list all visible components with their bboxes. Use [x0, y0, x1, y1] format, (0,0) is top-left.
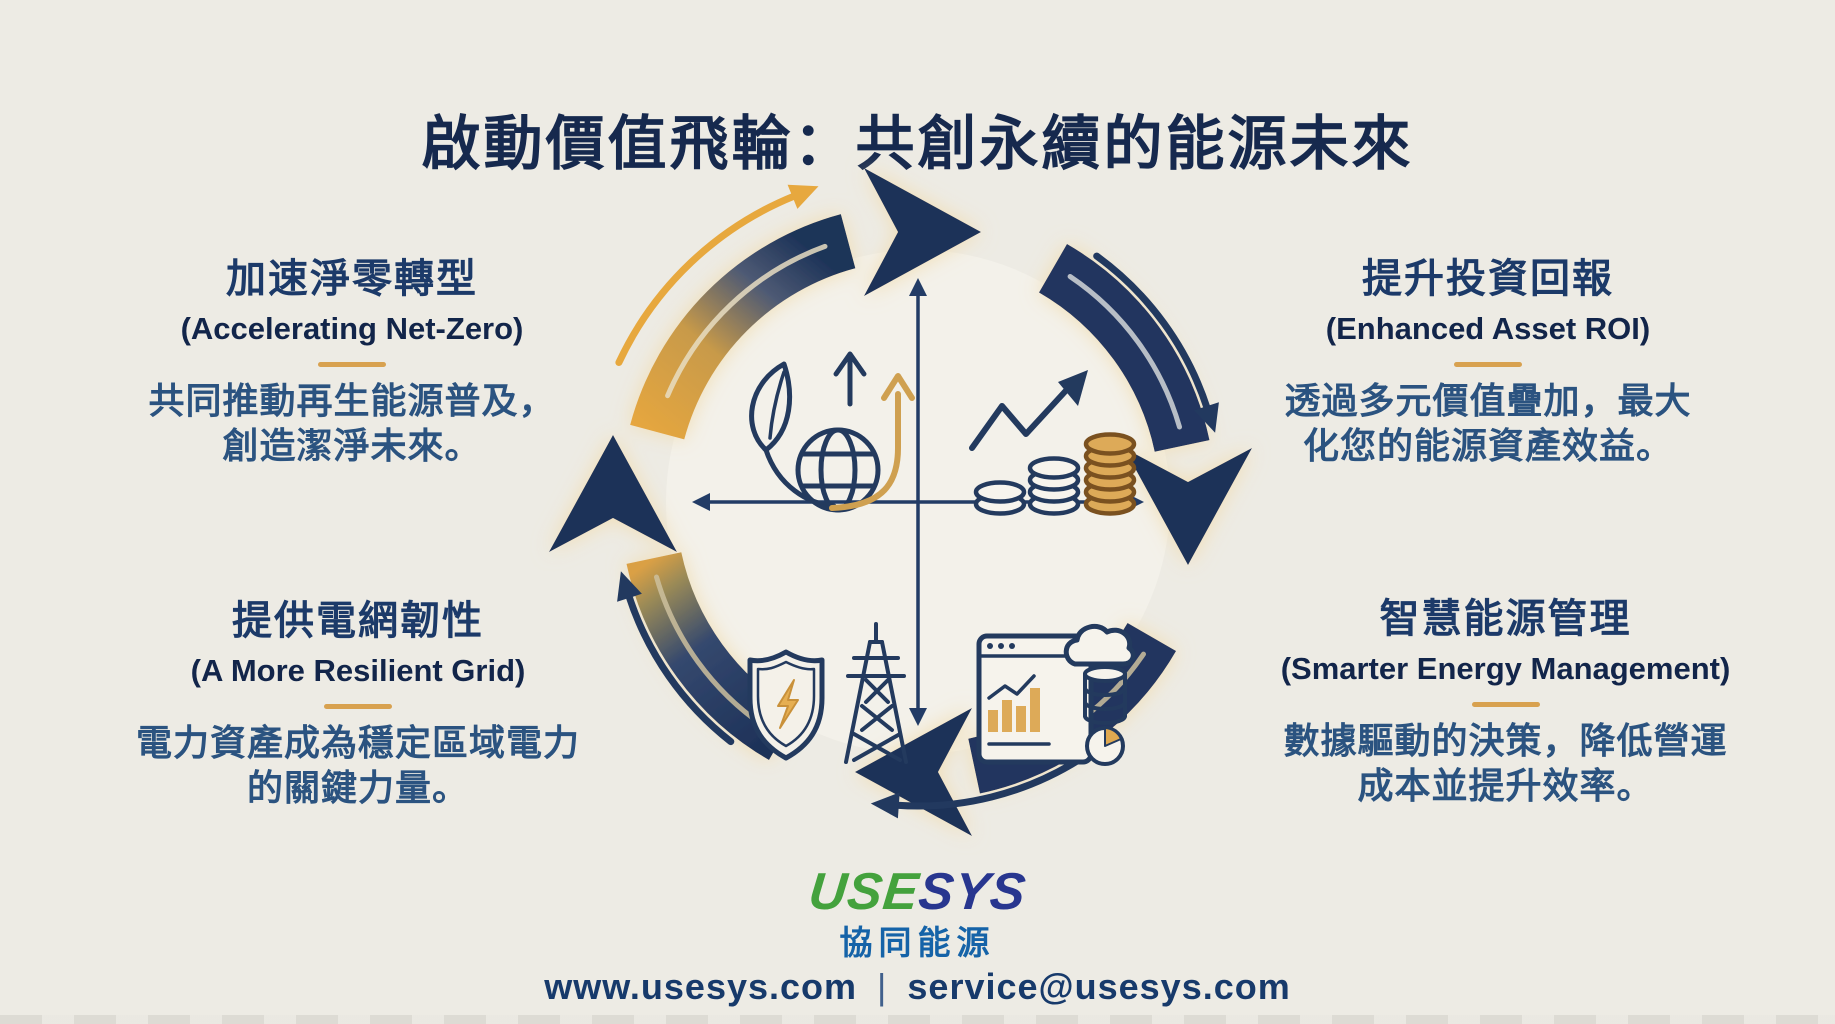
net-zero-body-line1: 共同推動再生能源普及，	[148, 380, 556, 421]
up-arrow-head	[833, 351, 867, 377]
shield-inner-line	[756, 660, 816, 748]
streak-upper-right	[1067, 274, 1182, 430]
window-dots	[987, 643, 1015, 649]
streak-lower-left	[654, 574, 769, 730]
gold-swoosh-arrow	[615, 192, 798, 366]
grid-shield-tower-icon	[747, 622, 908, 764]
eco-globe-icon	[749, 351, 915, 513]
usesys-logo: USESYS	[805, 863, 1030, 921]
contact-separator: |	[877, 966, 888, 1007]
streak-upper-left	[665, 243, 828, 399]
transmission-tower	[844, 622, 908, 764]
accent-arrows	[615, 184, 1219, 819]
net-zero-subheading: (Accelerating Net-Zero)	[180, 311, 524, 346]
smart-dashboard-cloud-icon	[976, 623, 1136, 766]
asset-roi-body-line2: 化您的能源資產效益。	[1302, 424, 1673, 466]
quadrant-net-zero: 加速淨零轉型 (Accelerating Net-Zero) 共同推動再生能源普…	[82, 246, 622, 468]
company-name: 協同能源	[839, 924, 996, 961]
axis-arrow-left	[692, 493, 710, 511]
ring-arrowhead-right	[1124, 448, 1252, 565]
gold-divider	[324, 704, 392, 709]
navy-swoosh-arrow-left	[625, 592, 735, 746]
growth-zigzag	[969, 381, 1075, 451]
ring-arrowhead-left	[549, 435, 677, 552]
net-zero-body-line2: 創造潔淨未來。	[222, 424, 482, 466]
coin-stack-gold	[1083, 432, 1137, 516]
roi-growth-coins-icon	[969, 370, 1137, 516]
gold-swoosh-arrow-tip	[787, 184, 819, 209]
email-text: service@usesys.com	[907, 966, 1291, 1007]
smart-energy-subheading: (Smarter Energy Management)	[1280, 651, 1731, 686]
bar-chart-gold	[988, 688, 1040, 732]
resilient-grid-heading: 提供電網韌性	[232, 599, 484, 643]
axis-arrow-down	[909, 708, 927, 726]
logo-use-text: USE	[805, 863, 922, 921]
quadrant-asset-roi: 提升投資回報 (Enhanced Asset ROI) 透過多元價值疊加，最大化…	[1208, 246, 1768, 468]
logo-sys-text: SYS	[915, 863, 1030, 921]
gold-divider	[318, 362, 386, 367]
coin-stack-small	[973, 480, 1027, 516]
resilient-grid-body-line1: 電力資產成為穩定區域電力	[135, 722, 580, 763]
bottom-edge-artifact	[0, 1015, 1835, 1024]
gold-curved-arrow-head	[881, 373, 915, 401]
navy-swoosh-left-tip	[617, 571, 642, 602]
leaf-stem	[763, 447, 837, 509]
flywheel-svg	[549, 168, 1252, 836]
footer: USESYS 協同能源 www.usesys.com | service@usesy…	[0, 863, 1835, 1005]
growth-arrow-head	[1058, 370, 1088, 406]
page-title: 啟動價值飛輪：共創永續的能源未來	[421, 110, 1414, 177]
net-zero-body: 共同推動再生能源普及，創造潔淨未來。	[82, 379, 622, 468]
smart-energy-body-line2: 成本並提升效率。	[1357, 764, 1654, 806]
value-flywheel-diagram	[458, 112, 1378, 902]
asset-roi-body: 透過多元價值疊加，最大化您的能源資產效益。	[1208, 379, 1768, 468]
contact-line: www.usesys.com | service@usesys.com	[0, 969, 1835, 1005]
resilient-grid-body: 電力資產成為穩定區域電力的關鍵力量。	[88, 721, 628, 810]
resilient-grid-subheading: (A More Resilient Grid)	[190, 653, 526, 688]
lightning-bolt	[777, 679, 799, 729]
gold-divider	[1454, 362, 1522, 367]
navy-swoosh-bottom-tip	[870, 792, 900, 819]
axis-arrow-up	[909, 278, 927, 296]
navy-swoosh-arrow-right	[1093, 252, 1211, 412]
website-text: www.usesys.com	[544, 966, 858, 1007]
net-zero-heading: 加速淨零轉型	[226, 257, 478, 301]
trend-line	[987, 674, 1036, 700]
cloud-outline	[1063, 623, 1136, 667]
smart-energy-body: 數據驅動的決策，降低營運成本並提升效率。	[1218, 719, 1793, 808]
asset-roi-subheading: (Enhanced Asset ROI)	[1325, 311, 1651, 346]
quadrant-resilient-grid: 提供電網韌性 (A More Resilient Grid) 電力資產成為穩定區…	[88, 588, 628, 810]
gold-divider	[1471, 702, 1540, 707]
smart-energy-heading: 智慧能源管理	[1379, 597, 1632, 641]
coin-stack-medium	[1027, 456, 1081, 516]
asset-roi-body-line1: 透過多元價值疊加，最大	[1284, 380, 1692, 421]
leaf-vein	[768, 370, 786, 440]
navy-swoosh-arrow-bottom	[893, 756, 1083, 810]
quadrant-smart-energy: 智慧能源管理 (Smarter Energy Management) 數據驅動的…	[1218, 586, 1793, 808]
asset-roi-heading: 提升投資回報	[1362, 257, 1614, 301]
resilient-grid-body-line2: 的關鍵力量。	[246, 766, 469, 808]
database-cylinder	[1083, 665, 1127, 725]
navy-swoosh-right-tip	[1194, 402, 1219, 433]
gold-curved-arrow	[829, 391, 901, 511]
ring-arrowhead-top	[864, 168, 981, 296]
pie-chart-gold-slice	[1104, 727, 1122, 747]
smart-energy-body-line1: 數據驅動的決策，降低營運	[1283, 720, 1728, 761]
